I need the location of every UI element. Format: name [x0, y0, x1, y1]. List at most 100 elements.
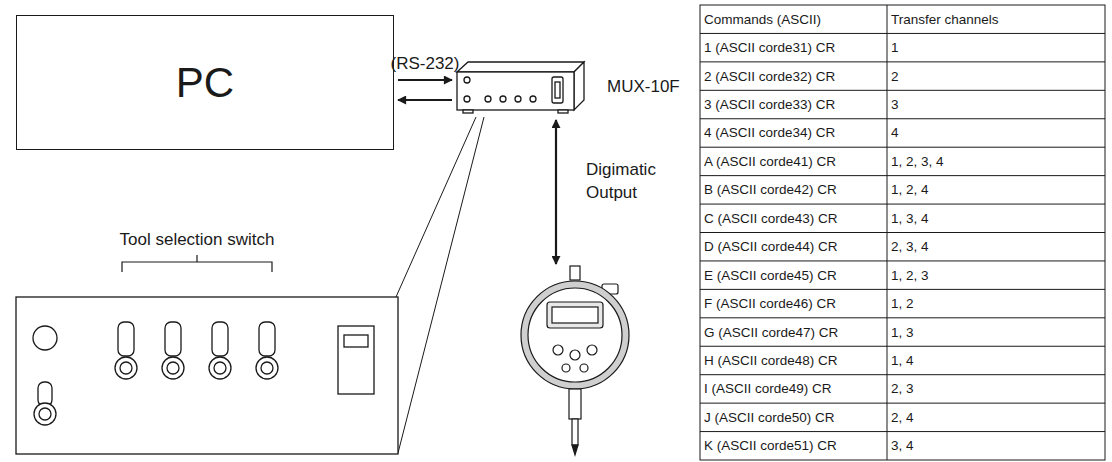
- bracket: [122, 255, 272, 272]
- table-rule: [700, 90, 1105, 91]
- table-grid: [700, 5, 1105, 460]
- dial-indicator: [553, 345, 563, 355]
- switch-panel: [120, 362, 132, 374]
- switch-panel: [118, 322, 134, 356]
- table-cell: 1, 3: [891, 318, 1101, 346]
- table-cell: 2 (ASCII corde32) CR: [704, 62, 884, 90]
- table-rule: [700, 431, 1105, 432]
- signal-arrow: [398, 79, 452, 81]
- table-rule: [700, 289, 1105, 290]
- switch-panel: [33, 326, 57, 350]
- annotation: Tool selection switch: [120, 230, 275, 250]
- table-cell: Commands (ASCII): [704, 5, 884, 33]
- table-cell: E (ASCII corde45) CR: [704, 261, 884, 289]
- bracket: [196, 255, 197, 262]
- table-cell: 1, 4: [891, 346, 1101, 374]
- table-cell: 1, 2, 3, 4: [891, 147, 1101, 175]
- switch-panel: [39, 408, 51, 420]
- table-cell: A (ASCII corde41) CR: [704, 147, 884, 175]
- table-cell: 1: [891, 33, 1101, 61]
- switch-panel: [214, 362, 226, 374]
- mux-device: MUX-10F: [455, 60, 586, 114]
- dial-indicator: [572, 419, 578, 445]
- mux-device: [558, 110, 568, 113]
- table-cell: 1, 2: [891, 289, 1101, 317]
- table-cell: 3 (ASCII corde33) CR: [704, 90, 884, 118]
- switch-panel: [165, 322, 181, 356]
- leader-line: [396, 117, 484, 453]
- table-rule: [700, 147, 1105, 148]
- table-cell: H (ASCII corde48) CR: [704, 346, 884, 374]
- dial-indicator: [528, 288, 622, 382]
- dial-indicator: [587, 345, 597, 355]
- table-cell: 3: [891, 90, 1101, 118]
- switch-panel: [115, 357, 137, 379]
- table-rule: [700, 118, 1105, 119]
- table-cell: 1, 2, 4: [891, 176, 1101, 204]
- table-cell: 4: [891, 119, 1101, 147]
- table-rule: [700, 403, 1105, 404]
- signal-arrow: [398, 99, 452, 101]
- table-rule: [700, 175, 1105, 176]
- mux-device: [574, 62, 584, 110]
- mux-device: [485, 96, 491, 102]
- table-cell: 2: [891, 62, 1101, 90]
- table-cell: 1, 2, 3: [891, 261, 1101, 289]
- switch-panel: [16, 297, 398, 454]
- table-cell: 2, 4: [891, 403, 1101, 431]
- switch-panel: [344, 335, 368, 347]
- dial-indicator: [572, 445, 578, 455]
- annotation: Digimatic Output: [586, 158, 686, 204]
- table-cell: F (ASCII corde46) CR: [704, 289, 884, 317]
- mux-device: [530, 96, 536, 102]
- switch-panel: [16, 297, 398, 454]
- switch-panel: [162, 357, 184, 379]
- dial-indicator: [569, 389, 581, 419]
- switch-panel: [256, 357, 278, 379]
- table-cell: B (ASCII corde42) CR: [704, 176, 884, 204]
- table-rule: [700, 33, 1105, 34]
- table-border: [700, 5, 1105, 460]
- dial-indicator: [570, 350, 580, 360]
- table-cell: D (ASCII corde44) CR: [704, 233, 884, 261]
- node-label: PC: [17, 59, 393, 107]
- dial-indicator: [521, 281, 629, 389]
- pc-box: PC: [16, 15, 394, 150]
- table-cell: 4 (ASCII corde34) CR: [704, 119, 884, 147]
- switch-panel: [261, 362, 273, 374]
- table-cell: 1 (ASCII corde31) CR: [704, 33, 884, 61]
- table-cell: C (ASCII corde43) CR: [704, 204, 884, 232]
- table-rule: [700, 260, 1105, 261]
- table-cell: 3, 4: [891, 432, 1101, 460]
- mux-device: [457, 62, 584, 113]
- table-cell: J (ASCII corde50) CR: [704, 403, 884, 431]
- table-rule: [700, 346, 1105, 347]
- table-rule: [700, 204, 1105, 205]
- mux-device: [552, 77, 563, 103]
- table-cell: G (ASCII corde47) CR: [704, 318, 884, 346]
- table-cell: K (ASCII corde51) CR: [704, 432, 884, 460]
- bracket: [122, 262, 272, 272]
- table-rule: [700, 61, 1105, 62]
- edge-label: (RS-232): [391, 54, 460, 74]
- table-cell: 1, 3, 4: [891, 204, 1101, 232]
- table-cell: Transfer channels: [891, 5, 1101, 33]
- table-rule: [700, 232, 1105, 233]
- dial-indicator: [521, 266, 629, 455]
- mux-device: [555, 82, 560, 98]
- mux-device: [457, 62, 584, 72]
- table-cell: 2, 3: [891, 375, 1101, 403]
- digimatic-arrow: [556, 120, 557, 264]
- dial-indicator: [552, 307, 598, 323]
- table-cell: I (ASCII corde49) CR: [704, 375, 884, 403]
- mux-device: [464, 77, 470, 83]
- switch-panel: [167, 362, 179, 374]
- leader-line: [396, 117, 476, 297]
- switch-panel: [212, 322, 228, 356]
- table-cell: 2, 3, 4: [891, 233, 1101, 261]
- mux-device: [500, 96, 506, 102]
- switch-panel: [338, 326, 374, 394]
- dial-indicator: [570, 266, 580, 280]
- switch-panel: [259, 322, 275, 356]
- switch-panel: [34, 403, 56, 425]
